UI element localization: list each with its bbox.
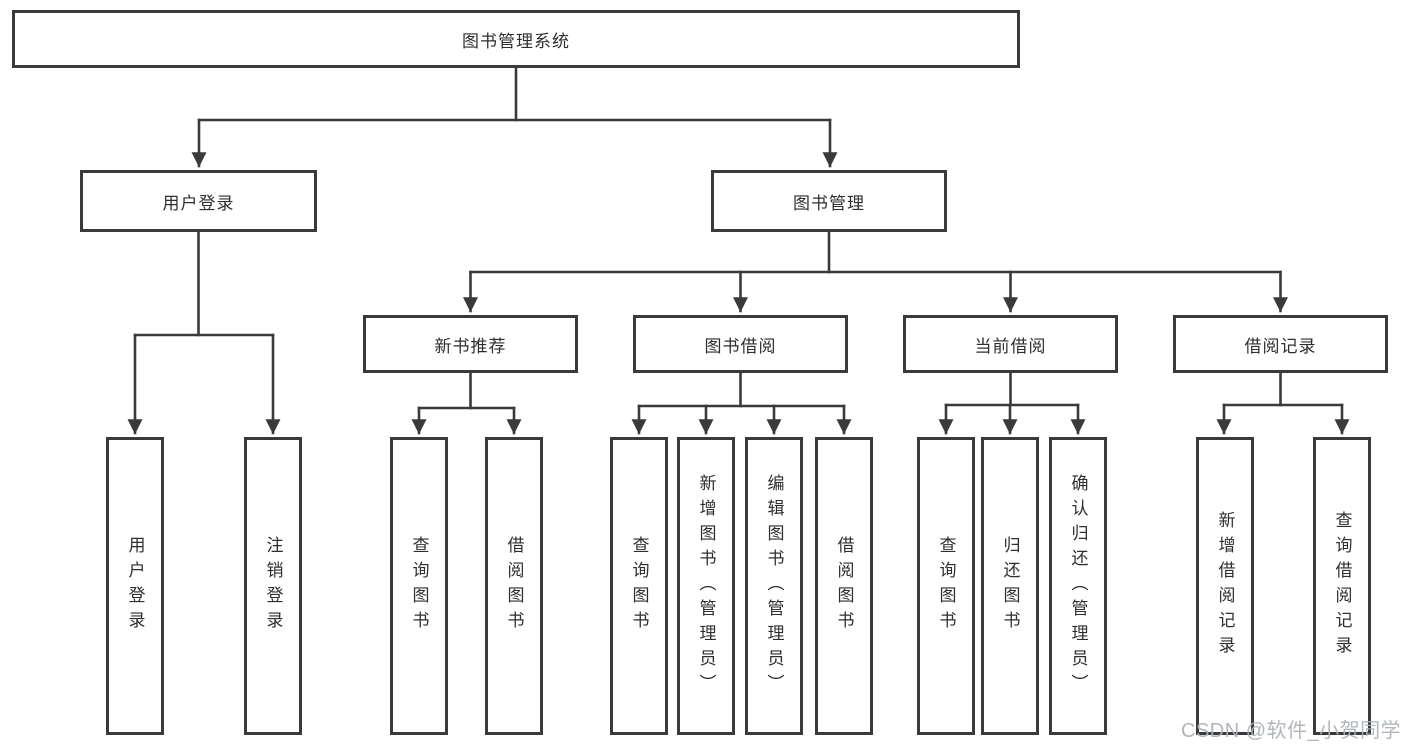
leaf-add-book-admin: 新增图书（管理员）	[677, 437, 735, 735]
leaf-label: 用户登录	[125, 536, 145, 636]
leaf-user-login: 用户登录	[106, 437, 164, 735]
node-current-borrowing: 当前借阅	[903, 315, 1118, 373]
leaf-label: 查询图书	[409, 536, 429, 636]
leaf-label: 借阅图书	[834, 536, 854, 636]
node-user-login: 用户登录	[80, 170, 317, 232]
leaf-label: 新增借阅记录	[1215, 511, 1235, 661]
leaf-logout: 注销登录	[244, 437, 302, 735]
csdn-watermark: CSDN @软件_小贺同学	[1181, 720, 1402, 742]
node-label: 借阅记录	[1244, 336, 1317, 356]
leaf-query-borrow-record: 查询借阅记录	[1313, 437, 1371, 735]
node-label: 图书借阅	[704, 336, 777, 356]
node-label: 图书管理	[793, 193, 865, 213]
leaf-label: 归还图书	[1000, 536, 1020, 636]
leaf-query-books-current: 查询图书	[917, 437, 975, 735]
leaf-query-books-borrowing: 查询图书	[610, 437, 668, 735]
node-book-borrowing: 图书借阅	[633, 315, 848, 373]
leaf-label: 查询借阅记录	[1332, 511, 1352, 661]
leaf-label: 借阅图书	[504, 536, 524, 636]
leaf-return-book: 归还图书	[981, 437, 1039, 735]
leaf-borrow-books-borrowing: 借阅图书	[815, 437, 873, 735]
node-label: 图书管理系统	[462, 31, 570, 51]
node-label: 新书推荐	[434, 336, 507, 356]
node-label: 当前借阅	[974, 336, 1047, 356]
node-book-management: 图书管理	[711, 170, 947, 232]
leaf-label: 查询图书	[936, 536, 956, 636]
leaf-label: 确认归还（管理员）	[1068, 473, 1088, 699]
leaf-confirm-return-admin: 确认归还（管理员）	[1049, 437, 1107, 735]
leaf-label: 编辑图书（管理员）	[764, 473, 784, 699]
leaf-label: 查询图书	[629, 536, 649, 636]
leaf-label: 注销登录	[263, 536, 283, 636]
node-label: 用户登录	[162, 193, 235, 213]
node-new-book-recommend: 新书推荐	[363, 315, 578, 373]
leaf-edit-book-admin: 编辑图书（管理员）	[745, 437, 803, 735]
leaf-query-books-recommend: 查询图书	[390, 437, 448, 735]
leaf-add-borrow-record: 新增借阅记录	[1196, 437, 1254, 735]
node-borrowing-records: 借阅记录	[1173, 315, 1388, 373]
node-library-management-system: 图书管理系统	[12, 10, 1020, 68]
leaf-label: 新增图书（管理员）	[696, 473, 716, 699]
leaf-borrow-books-recommend: 借阅图书	[485, 437, 543, 735]
